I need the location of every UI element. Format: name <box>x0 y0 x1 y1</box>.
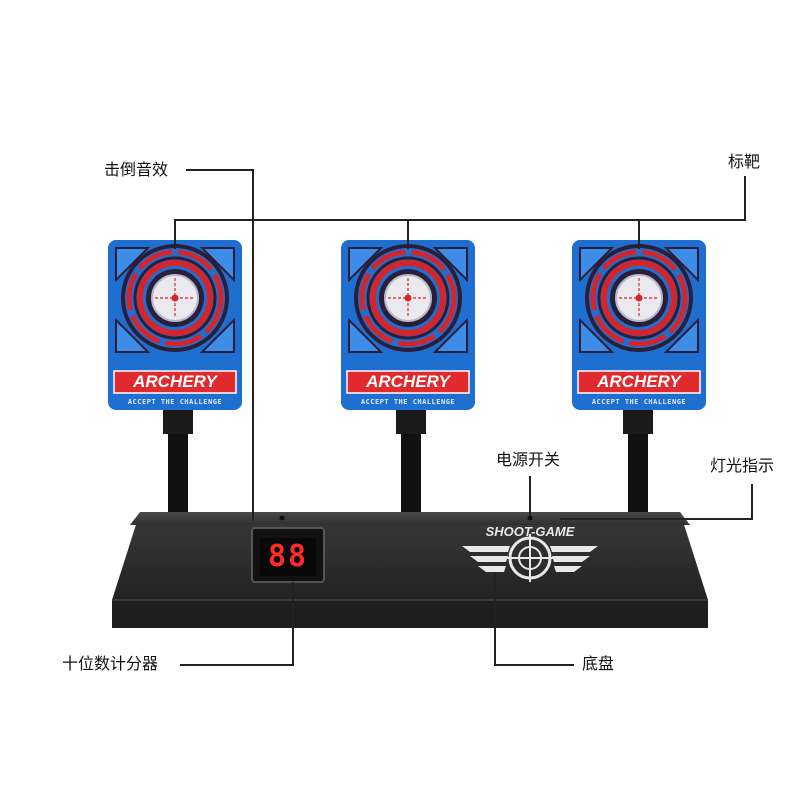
target-subtitle: ACCEPT THE CHALLENGE <box>127 398 223 406</box>
counter-display <box>251 527 325 583</box>
label-counter: 十位数计分器 <box>62 654 159 673</box>
leader-line-targets-right-card <box>638 219 640 249</box>
shoot-game-logo <box>462 534 598 582</box>
label-light-indicator: 灯光指示 <box>710 456 775 475</box>
target-title: ARCHERY <box>366 372 450 391</box>
brand-label: SHOOT-GAME <box>485 524 575 539</box>
leader-line-light-h <box>560 518 753 520</box>
target-posts <box>163 408 653 516</box>
target-card-right: ARCHERY ACCEPT THE CHALLENGE <box>572 240 706 410</box>
leader-line-counter-h <box>180 664 294 666</box>
leader-line-light-v <box>751 484 753 520</box>
target-face <box>108 240 242 410</box>
target-card-center: ARCHERY ACCEPT THE CHALLENGE <box>341 240 475 410</box>
target-title: ARCHERY <box>597 372 681 391</box>
target-subtitle: ACCEPT THE CHALLENGE <box>360 398 456 406</box>
target-card-left: ARCHERY ACCEPT THE CHALLENGE <box>108 240 242 410</box>
leader-line-hit-sound-v <box>252 169 254 521</box>
label-base: 底盘 <box>582 654 615 673</box>
label-hit-sound: 击倒音效 <box>104 160 169 179</box>
leader-line-base-h <box>494 664 574 666</box>
leader-line-power-switch <box>529 476 531 516</box>
target-subtitle: ACCEPT THE CHALLENGE <box>591 398 687 406</box>
target-face <box>341 240 475 410</box>
counter-digits: 88 <box>267 539 309 574</box>
leader-line-targets-left <box>174 219 176 249</box>
leader-line-hit-sound-h <box>186 169 254 171</box>
label-targets: 标靶 <box>728 152 761 171</box>
leader-line-base-v <box>494 572 496 666</box>
target-title: ARCHERY <box>133 372 217 391</box>
leader-line-targets-right <box>744 176 746 221</box>
leader-line-targets-center <box>407 219 409 249</box>
leader-line-targets-h <box>174 219 746 221</box>
target-face <box>572 240 706 410</box>
leader-line-counter-v <box>292 582 294 666</box>
label-power-switch: 电源开关 <box>496 450 561 469</box>
